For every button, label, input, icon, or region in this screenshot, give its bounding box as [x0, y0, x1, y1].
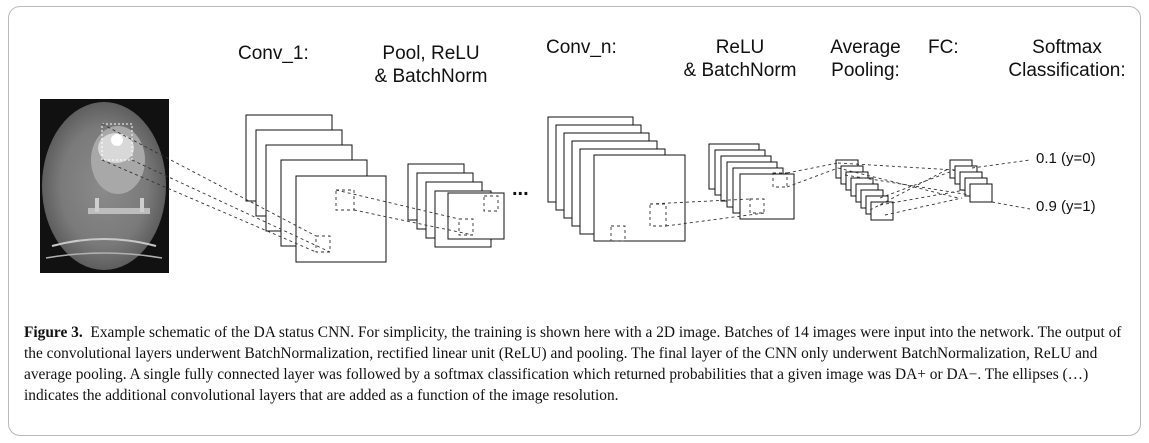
convn-feature-maps: [547, 116, 686, 242]
label-conv1: Conv_1:: [238, 43, 309, 64]
figure-caption: Figure 3. Example schematic of the DA st…: [24, 322, 1124, 406]
average-pooling-maps: [835, 159, 894, 221]
receptive-field-connections: [101, 123, 1031, 253]
output-probability-y0: 0.1 (y=0): [1036, 150, 1096, 167]
label-pool-relu-batchnorm: Pool, ReLU & BatchNorm: [374, 43, 488, 87]
cnn-schematic: [40, 99, 1031, 273]
pool-feature-maps: [407, 163, 505, 248]
relu-feature-maps: [708, 143, 795, 220]
label-fc: FC:: [928, 37, 959, 58]
label-softmax-classification: Softmax Classification:: [1008, 37, 1126, 81]
label-convn: Conv_n:: [546, 37, 617, 58]
caption-title: Figure 3.: [24, 324, 83, 341]
conv1-feature-maps: [245, 114, 387, 263]
caption-text: Example schematic of the DA status CNN. …: [24, 324, 1122, 404]
label-relu-batchnorm: ReLU & BatchNorm: [683, 37, 797, 81]
ellipsis-more-conv-layers: ...: [512, 178, 529, 200]
ct-scan-image: [40, 99, 169, 273]
output-probability-y1: 0.9 (y=1): [1036, 198, 1096, 215]
fc-units: [949, 159, 993, 203]
label-average-pooling: Average Pooling:: [830, 37, 901, 81]
